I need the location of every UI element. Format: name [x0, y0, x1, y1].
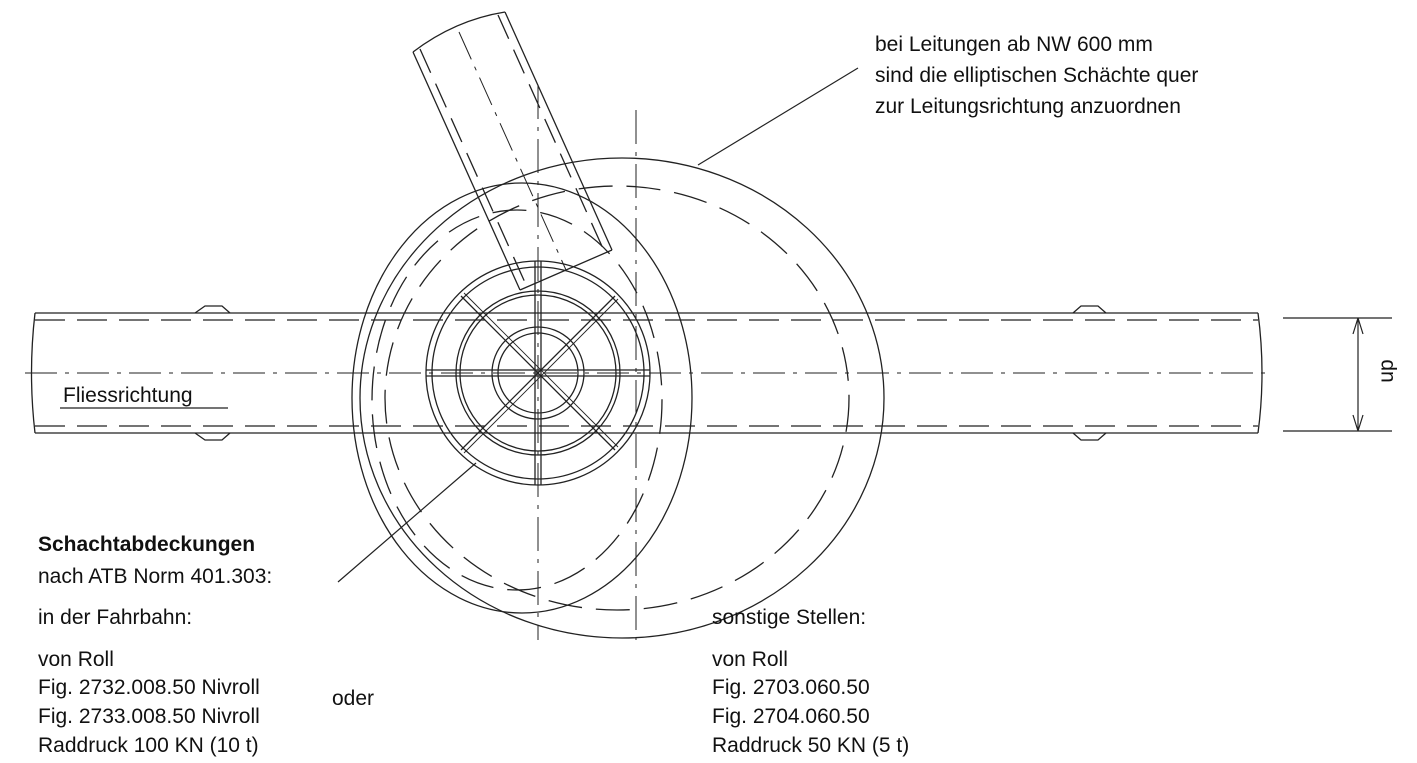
- roadway-fig-1: Fig. 2732.008.50 Nivroll: [38, 676, 260, 699]
- roadway-maker: von Roll: [38, 648, 114, 671]
- other-maker: von Roll: [712, 648, 788, 671]
- note-leader-line: [697, 67, 859, 166]
- shaft-outline: [351, 157, 885, 639]
- main-pipe: [25, 305, 1270, 441]
- other-heading: sonstige Stellen:: [712, 606, 867, 629]
- note-line-3: zur Leitungsrichtung anzuordnen: [875, 95, 1181, 118]
- note-line-2: sind die elliptischen Schächte quer: [875, 64, 1199, 87]
- other-load: Raddruck 50 KN (5 t): [712, 734, 910, 757]
- cover-leader-line: [337, 462, 477, 583]
- roadway-fig-2: Fig. 2733.008.50 Nivroll: [38, 705, 260, 728]
- dimension-label: dn: [1376, 359, 1400, 383]
- covers-heading: Schachtabdeckungen: [38, 533, 256, 556]
- other-fig-2: Fig. 2704.060.50: [712, 705, 870, 728]
- roadway-heading: in der Fahrbahn:: [38, 606, 193, 629]
- dimension-dn: [1283, 317, 1392, 432]
- branch-pipe: [412, 11, 613, 291]
- note-line-1: bei Leitungen ab NW 600 mm: [875, 33, 1153, 56]
- or-label: oder: [332, 687, 375, 710]
- covers-norm: nach ATB Norm 401.303:: [38, 565, 273, 588]
- center-lines: [537, 85, 637, 640]
- other-fig-1: Fig. 2703.060.50: [712, 676, 870, 699]
- flow-direction-label: Fliessrichtung: [63, 384, 193, 407]
- roadway-load: Raddruck 100 KN (10 t): [38, 734, 259, 757]
